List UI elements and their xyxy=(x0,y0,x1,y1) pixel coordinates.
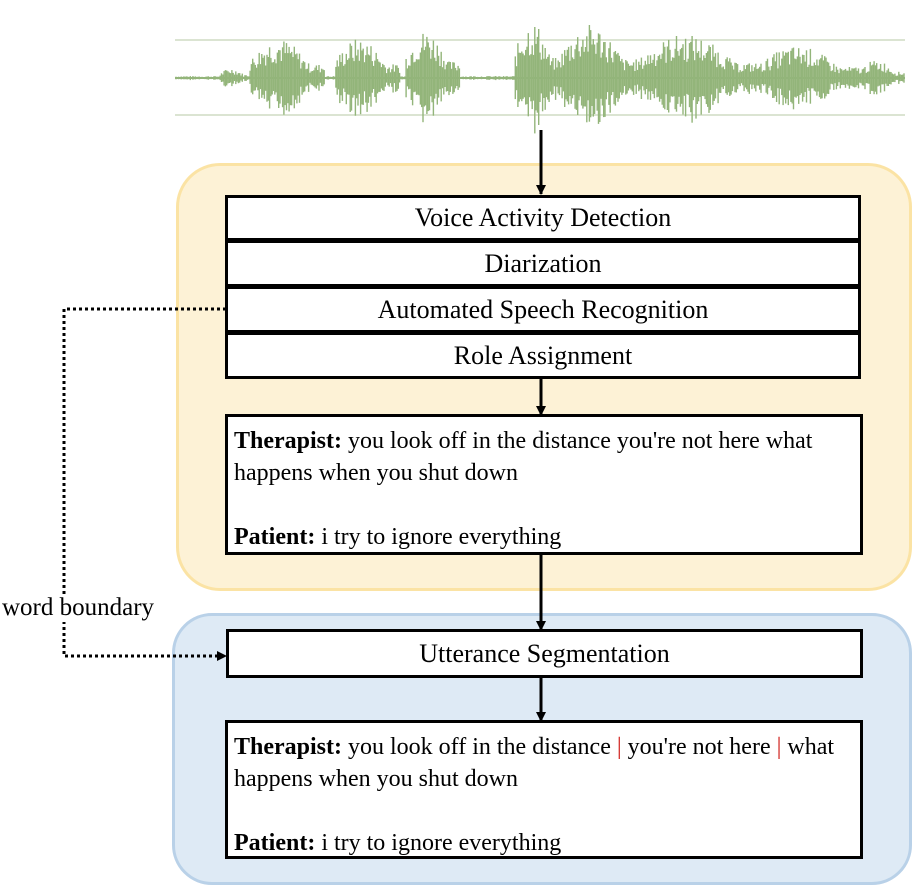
utterance-segment: you're not here xyxy=(627,734,771,760)
raw-patient-turn: Patient: i try to ignore everything xyxy=(234,521,854,553)
utterance-segment: you look off in the distance xyxy=(348,734,611,760)
stage-label: Voice Activity Detection xyxy=(414,203,672,232)
utterance-text: i try to ignore everything xyxy=(321,524,562,550)
stage-utterance-segmentation: Utterance Segmentation xyxy=(226,629,863,678)
speaker-label: Patient: xyxy=(234,524,316,550)
stage-automated-speech-recognition: Automated Speech Recognition xyxy=(225,286,861,333)
audio-waveform xyxy=(175,25,905,134)
utterance-text: you look off in the distance you're not … xyxy=(234,428,813,486)
word-boundary-label: word boundary xyxy=(2,594,155,622)
stage-label: Automated Speech Recognition xyxy=(377,294,709,324)
stage-voice-activity-detection: Voice Activity Detection xyxy=(225,195,861,241)
segmented-patient-turn: Patient: i try to ignore everything xyxy=(234,827,854,859)
speaker-label: Therapist: xyxy=(234,734,342,760)
stage-label: Diarization xyxy=(484,248,602,278)
raw-therapist-turn: Therapist: you look off in the distance … xyxy=(234,425,854,489)
utterance-boundary-marker: | xyxy=(616,734,622,760)
stage-diarization: Diarization xyxy=(225,240,861,287)
utterance-boundary-marker: | xyxy=(776,734,782,760)
utterance-segment: what happens when you shut down xyxy=(234,734,835,792)
speaker-label: Patient: xyxy=(234,830,316,856)
word-boundary-link xyxy=(62,307,227,661)
stage-label: Role Assignment xyxy=(453,340,633,370)
stage-label: Utterance Segmentation xyxy=(419,638,670,668)
segmented-transcript-box: Therapist: you look off in the distance … xyxy=(225,720,863,859)
speaker-label: Therapist: xyxy=(234,428,342,454)
raw-transcript-box: Therapist: you look off in the distance … xyxy=(225,414,863,555)
segmented-therapist-turn: Therapist: you look off in the distance … xyxy=(234,731,854,795)
stage-role-assignment: Role Assignment xyxy=(225,332,861,379)
utterance-text: i try to ignore everything xyxy=(321,830,562,856)
